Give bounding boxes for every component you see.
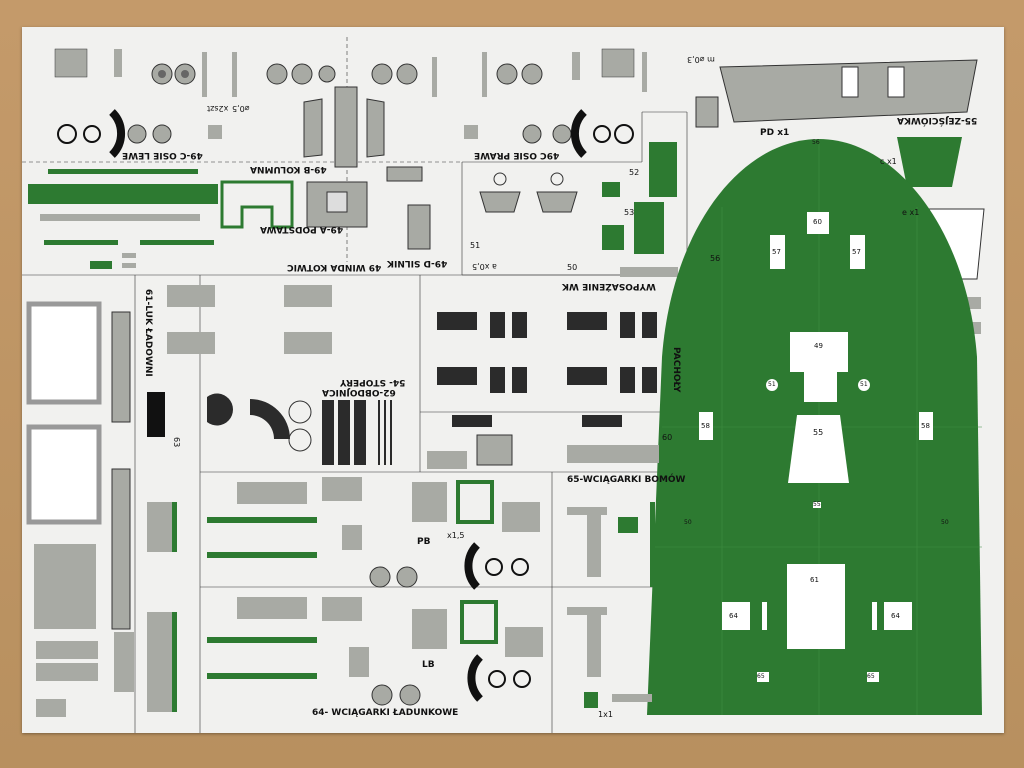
- wciagarki-parts: [207, 477, 655, 708]
- x2szt-label: x2szt: [207, 104, 229, 113]
- pacholy-label: PACHOŁY: [671, 347, 681, 393]
- ex1-label: e x1: [902, 208, 920, 217]
- luk-label: 61-LUK ŁADOWNI: [143, 289, 153, 377]
- osie-parts: [54, 48, 647, 97]
- podstawa-parts: [220, 166, 431, 250]
- deck-55: 55: [813, 428, 824, 437]
- wyposazenie-label: WYPOSAŻENIE WK: [562, 281, 656, 291]
- osie-prawe-label: 49C OSIE PRAWE: [474, 150, 560, 160]
- deck-49: 49: [814, 342, 823, 350]
- n53-label: 53: [624, 208, 635, 217]
- pd-label: PD x1: [760, 128, 790, 138]
- crank-parts: [57, 86, 634, 168]
- deck-57b: 57: [852, 248, 861, 256]
- green-deck: [647, 139, 982, 715]
- deck-65a: 65: [757, 673, 765, 680]
- obdojnica-label: 62-OBDOJNICA: [322, 387, 396, 397]
- deck-58b: 58: [921, 422, 930, 430]
- n63-label: 63: [172, 437, 181, 448]
- silnik-label: 49-D SILNIK: [387, 258, 448, 268]
- deck-56: 56: [812, 139, 820, 146]
- pb-label: PB: [417, 537, 431, 547]
- deck-51b: 51: [860, 381, 868, 388]
- n60-label: 60: [662, 433, 673, 442]
- wciagarki-bomow-label: 65-WCIĄGARKI BOMÓW: [567, 475, 686, 485]
- lb-label: LB: [422, 660, 435, 670]
- x15-label: x1,5: [447, 531, 465, 540]
- wyposazenie-parts: [479, 142, 678, 277]
- kolumna-label: 49-B KOLUMNA: [250, 164, 327, 174]
- deck-57a: 57: [772, 248, 781, 256]
- stopery-parts: [147, 285, 392, 712]
- deck-64b: 64: [891, 612, 900, 620]
- cx1-label: c x1: [880, 157, 897, 166]
- deck-51a: 51: [768, 381, 776, 388]
- wciagarki-ladunkowe-label: 64- WCIĄGARKI ŁADUNKOWE: [312, 708, 459, 718]
- fi-label: ⌀0,5: [232, 104, 250, 113]
- n56-label: 56: [710, 254, 721, 263]
- winda-label: 49 WINDA KOTWIC: [287, 262, 382, 272]
- model-sheet: 49-C OSIE LEWE 49C OSIE PRAWE 49-B KOLUM…: [22, 27, 1004, 733]
- n1x1-label: 1x1: [598, 710, 613, 719]
- luk-ladowni-parts: [26, 301, 134, 717]
- podstawa-label: 49-A PODSTAWA: [260, 224, 344, 234]
- stopery-label: 54- STOPERY: [340, 377, 406, 387]
- n51-label: 51: [470, 241, 481, 250]
- deck-55s: 55: [813, 501, 821, 508]
- osie-lewe-label: 49-C OSIE LEWE: [122, 150, 203, 160]
- m03-label: m ⌀0,3: [687, 55, 715, 64]
- pacholy-parts: [427, 312, 659, 469]
- deck-50b: 50: [941, 519, 949, 526]
- deck-65b: 65: [867, 673, 875, 680]
- n50-label: 50: [567, 263, 578, 272]
- parts-drawing: [22, 37, 985, 733]
- deck-50a: 50: [684, 519, 692, 526]
- deck-64a: 64: [729, 612, 738, 620]
- n52-label: 52: [629, 168, 640, 177]
- deck-60: 60: [813, 218, 822, 226]
- green-rails: [28, 169, 218, 269]
- deck-61: 61: [810, 576, 819, 584]
- deck-58a: 58: [701, 422, 710, 430]
- x05-label: a x0,5: [472, 262, 497, 271]
- zejsciowka-label: 55-ZEJŚCIÓWKA: [897, 115, 978, 125]
